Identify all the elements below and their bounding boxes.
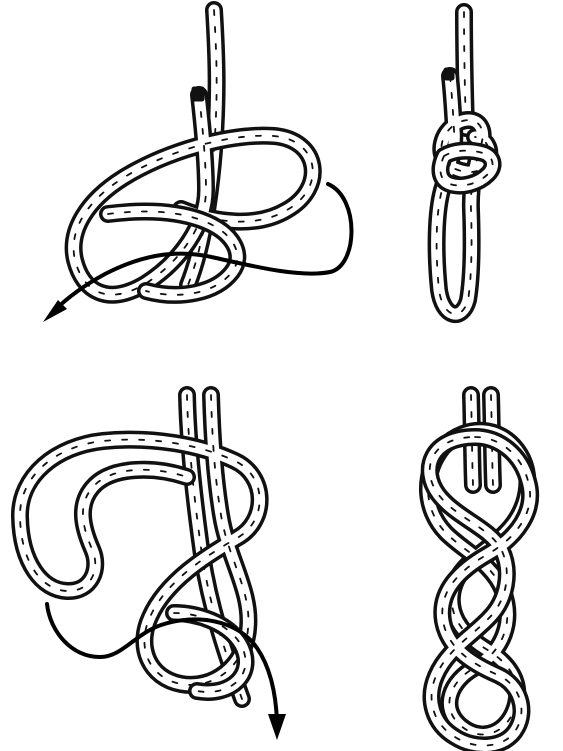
top-left-rope <box>74 10 313 295</box>
rope-end-cap <box>444 68 454 80</box>
top-right-rope <box>437 12 493 314</box>
bottom-right-knot-drawing <box>380 345 563 751</box>
top-left-knot-drawing <box>0 0 380 345</box>
panel-bottom-right <box>380 345 563 751</box>
panel-top-left <box>0 0 380 345</box>
top-right-knot-drawing <box>380 0 563 345</box>
bottom-left-rope <box>20 395 260 699</box>
panel-bottom-left <box>0 345 380 751</box>
bottom-left-knot-drawing <box>0 345 380 751</box>
bottom-right-rope <box>428 395 530 746</box>
rope-end-cap <box>192 87 204 101</box>
panel-top-right <box>380 0 563 345</box>
